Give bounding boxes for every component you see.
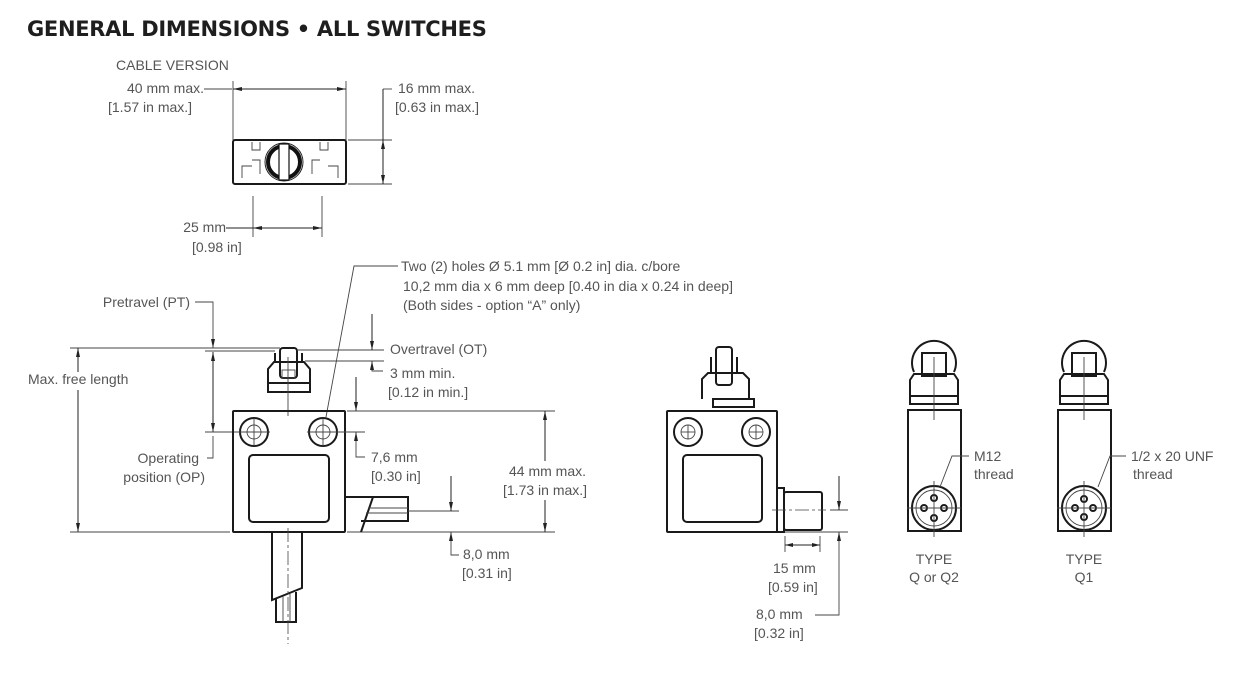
thread-leader (939, 455, 969, 488)
holes-leader (325, 265, 398, 418)
thread-label-2: thread (1133, 466, 1173, 482)
max-free-length-label: Max. free length (28, 371, 128, 387)
arrow-icon (211, 339, 215, 348)
arrow-icon (370, 341, 374, 350)
depth-mm-label: 16 mm max. (398, 80, 475, 96)
pretravel-leader (195, 301, 214, 348)
side-view-type-q1: 1/2 x 20 UNF thread TYPE Q1 (1057, 339, 1213, 585)
holes-note-line-3: (Both sides - option “A” only) (403, 297, 580, 313)
mounting-hole-left (673, 417, 703, 447)
type-label-2: Q1 (1075, 569, 1094, 585)
type-label-2: Q or Q2 (909, 569, 959, 585)
body-detail-right (311, 142, 339, 178)
holes-note-line-2: 10,2 mm dia x 6 mm deep [0.40 in dia x 0… (403, 278, 733, 294)
connector-offset-mm-label: 8,0 mm (756, 606, 803, 622)
height-mm-label: 44 mm max. (509, 463, 586, 479)
actuator-base (712, 398, 755, 408)
mounting-hole-right (741, 417, 771, 447)
arrow-icon (812, 543, 820, 547)
operating-label-2: position (OP) (123, 469, 205, 485)
roller-head (911, 339, 957, 373)
arrow-icon (354, 432, 358, 441)
type-label-1: TYPE (916, 551, 953, 567)
switch-body (666, 410, 778, 533)
switch-window (248, 454, 330, 523)
operating-label-1: Operating (138, 450, 199, 466)
overtravel-mm-label: 3 mm min. (390, 365, 455, 381)
arrow-icon (837, 501, 841, 510)
connector-offset-in-label: [0.32 in] (754, 625, 804, 641)
switch-body-side (907, 409, 962, 532)
thread-label-1: 1/2 x 20 UNF (1131, 448, 1213, 464)
arrow-icon (785, 543, 793, 547)
bottom-cable-strands (275, 592, 297, 623)
cable-offset-leader (450, 532, 459, 556)
arrow-icon (211, 352, 215, 361)
side-cable (345, 496, 409, 533)
cable-offset-mm-label: 8,0 mm (463, 546, 510, 562)
width-in-label: [1.57 in max.] (108, 99, 192, 115)
arrow-icon (449, 532, 453, 541)
arrow-icon (449, 502, 453, 511)
width-mm-label: 40 mm max. (127, 80, 204, 96)
roller-head (1061, 339, 1107, 373)
page-title: GENERAL DIMENSIONS • ALL SWITCHES (27, 17, 487, 41)
actuator-roller (278, 143, 290, 181)
spacing-mm-label: 25 mm (183, 219, 226, 235)
arrow-icon (211, 423, 215, 432)
actuator-outer-circle (264, 142, 304, 182)
arrow-icon (313, 226, 322, 230)
switch-body-top (232, 139, 347, 185)
operating-leader (207, 436, 214, 459)
arrow-icon (337, 87, 346, 91)
switch-body-side (1057, 409, 1112, 532)
front-view-connector: 15 mm [0.59 in] 8,0 mm [0.32 in] (666, 346, 848, 641)
body-detail-left (241, 142, 261, 178)
connector-offset-leader (815, 532, 840, 616)
thread-label-1: M12 (974, 448, 1001, 464)
thread-label-2: thread (974, 466, 1014, 482)
hole-offset-mm-label: 7,6 mm (371, 449, 418, 465)
actuator-housing (701, 372, 750, 399)
arrow-icon (381, 175, 385, 184)
switch-window (682, 454, 763, 523)
arrow-icon (543, 523, 547, 532)
overtravel-in-label: [0.12 in min.] (388, 384, 468, 400)
arrow-icon (253, 226, 262, 230)
arrow-icon (837, 532, 841, 541)
bottom-cable (271, 532, 303, 602)
arrow-icon (233, 87, 242, 91)
switch-body (232, 410, 346, 533)
side-view-type-q: M12 thread TYPE Q or Q2 (907, 339, 1014, 585)
cable-version-label: CABLE VERSION (116, 57, 229, 73)
hole-offset-in-label: [0.30 in] (371, 468, 421, 484)
arrow-icon (543, 411, 547, 420)
cable-offset-in-label: [0.31 in] (462, 565, 512, 581)
spacing-in-label: [0.98 in] (192, 239, 242, 255)
actuator-plunger (715, 346, 733, 386)
hole-offset-leader (355, 432, 365, 458)
actuator-housing (267, 361, 311, 383)
actuator-base (267, 382, 311, 393)
plunger-detail (281, 369, 296, 379)
cable-version-top-view: CABLE VERSION 40 mm max. [1.57 in max.] … (108, 57, 479, 255)
holes-note-line-1: Two (2) holes Ø 5.1 mm [Ø 0.2 in] dia. c… (401, 258, 681, 274)
arrow-icon (381, 140, 385, 149)
overtravel-label: Overtravel (OT) (390, 341, 487, 357)
arrow-icon (354, 402, 358, 411)
connector-length-mm-label: 15 mm (773, 560, 816, 576)
thread-leader (1097, 455, 1126, 488)
connector-length-in-label: [0.59 in] (768, 579, 818, 595)
height-in-label: [1.73 in max.] (503, 482, 587, 498)
front-view-cable: Two (2) holes Ø 5.1 mm [Ø 0.2 in] dia. c… (28, 258, 733, 644)
arrow-icon (76, 523, 80, 532)
arrow-icon (76, 348, 80, 357)
arrow-icon (370, 361, 374, 370)
connector-body (783, 491, 823, 531)
pretravel-label: Pretravel (PT) (103, 294, 190, 310)
type-label-1: TYPE (1066, 551, 1103, 567)
depth-in-label: [0.63 in max.] (395, 99, 479, 115)
